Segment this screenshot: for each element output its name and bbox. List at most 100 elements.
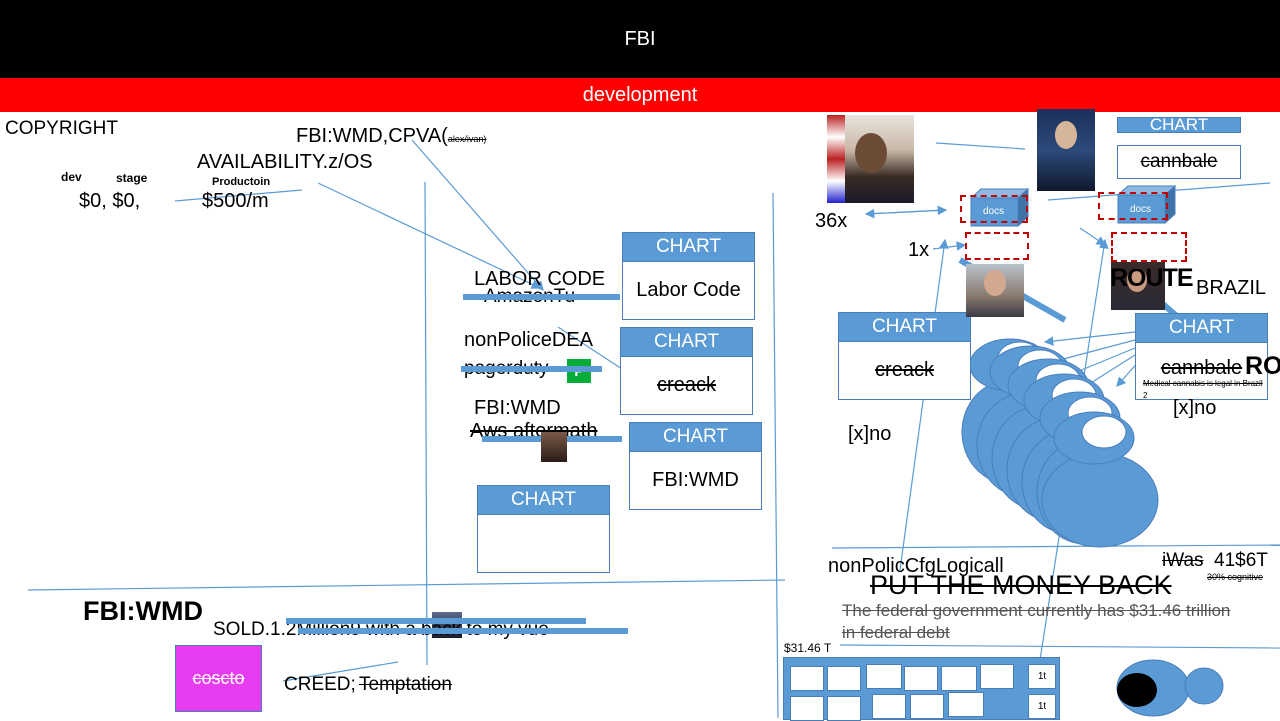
availability-label: AVAILABILITY.z/OS bbox=[197, 151, 373, 173]
price-prod: $500/m bbox=[202, 190, 269, 212]
person-photo bbox=[541, 432, 567, 462]
chart-creack[interactable]: CHART creack bbox=[620, 327, 753, 415]
nonpolic-cfg-label: nonPolicCfgLogicall bbox=[828, 555, 1004, 577]
connector-line bbox=[174, 189, 303, 202]
grid-cell bbox=[941, 666, 977, 691]
chart-fbi-wmd[interactable]: CHART FBI:WMD bbox=[629, 422, 762, 510]
copyright-label: COPYRIGHT bbox=[5, 118, 118, 139]
arrow bbox=[411, 139, 544, 291]
cognitive-label: 30% cognitive bbox=[1207, 572, 1264, 582]
chart-header: CHART bbox=[478, 486, 609, 515]
cannabis-note: Medical cannabis is legal in Brazil bbox=[1143, 379, 1263, 388]
chart-header: CHART bbox=[1136, 314, 1267, 343]
arrow bbox=[1050, 339, 1136, 365]
chart-body: creack bbox=[657, 374, 716, 396]
labor-code-label: LABOR CODE bbox=[474, 268, 606, 290]
divider-line bbox=[772, 192, 779, 719]
strike-bar bbox=[463, 294, 620, 300]
grid-cell bbox=[827, 696, 861, 721]
divider-line bbox=[27, 579, 786, 591]
grid-cell-1t: 1t bbox=[1028, 664, 1056, 689]
chart-header: CHART bbox=[623, 233, 754, 262]
chart-body: FBI:WMD bbox=[652, 469, 739, 491]
strike-bar bbox=[461, 366, 602, 372]
ellipse-shape bbox=[1117, 673, 1157, 707]
docs-label: docs bbox=[1130, 204, 1152, 215]
debt-grid: 1t 1t bbox=[783, 657, 1060, 721]
env-dev-label: dev bbox=[61, 170, 82, 184]
grid-cell bbox=[872, 694, 906, 719]
creed-label: CREED; bbox=[284, 674, 356, 695]
dashed-placeholder bbox=[965, 232, 1029, 260]
ellipse-shape bbox=[1184, 667, 1224, 705]
amount-label: 41$6T bbox=[1214, 550, 1268, 571]
grid-cell bbox=[980, 664, 1014, 689]
fbi-wmd-cpva-label: FBI:WMD,CPVA(alex/ivan) bbox=[296, 125, 486, 147]
arrow bbox=[1043, 331, 1136, 346]
cannabis-note-2: 2 bbox=[1143, 391, 1148, 400]
chart-body: Labor Code bbox=[636, 279, 741, 301]
person-photo bbox=[1111, 262, 1165, 310]
divider-line bbox=[831, 544, 1280, 549]
chart-body bbox=[478, 515, 609, 572]
chart-header: CHART bbox=[1117, 116, 1241, 133]
put-money-back-heading: PUT THE MONEY BACK bbox=[870, 570, 1172, 600]
price-dev-stage: $0, $0, bbox=[79, 190, 141, 212]
chart-empty[interactable]: CHART bbox=[477, 485, 610, 573]
grid-cell bbox=[904, 666, 938, 691]
portrait-photo bbox=[1037, 109, 1095, 191]
cosco-label: coscto bbox=[192, 668, 245, 688]
connector-line bbox=[282, 661, 399, 682]
multiplier-36x: 36x bbox=[815, 210, 848, 232]
fbi-wmd-middle-label: FBI:WMD bbox=[474, 397, 561, 419]
page-title: FBI bbox=[624, 27, 656, 50]
dashed-placeholder bbox=[1098, 192, 1168, 220]
temptation-label: Temptation bbox=[359, 674, 452, 695]
x-no-label: [x]no bbox=[848, 423, 892, 445]
grid-cell-1t: 1t bbox=[1028, 694, 1056, 719]
grid-cell bbox=[910, 694, 944, 719]
brazil-label: BRAZIL bbox=[1196, 277, 1267, 299]
grid-cell bbox=[948, 692, 984, 717]
fbi-wmd-cpva-small: alex/ivan) bbox=[447, 134, 487, 144]
chart-header: CHART bbox=[630, 423, 761, 452]
chart-header: CHART bbox=[839, 313, 970, 342]
multiplier-1x: 1x bbox=[908, 239, 930, 261]
grid-cell bbox=[790, 666, 824, 691]
chart-cannbale-top[interactable]: CHART cannbale bbox=[1117, 116, 1241, 179]
arrow bbox=[1079, 227, 1106, 246]
person-photo bbox=[966, 264, 1024, 317]
strike-bar bbox=[298, 628, 628, 634]
environment-label: development bbox=[582, 83, 698, 106]
arrow bbox=[932, 241, 967, 251]
chart-labor-code[interactable]: CHART Labor Code bbox=[622, 232, 755, 320]
environment-banner: development bbox=[0, 78, 1280, 112]
strike-bar bbox=[286, 618, 586, 624]
chart-body: creack bbox=[875, 359, 934, 381]
chart-creack-right[interactable]: CHART creack bbox=[838, 312, 971, 400]
docs-label: docs bbox=[983, 206, 1005, 217]
ro-label: RO bbox=[1245, 352, 1280, 380]
chart-body: cannbale bbox=[1160, 357, 1243, 379]
arrow bbox=[899, 238, 949, 571]
page-title-bar: FBI bbox=[0, 0, 1280, 78]
fbi-wmd-heading: FBI:WMD bbox=[83, 596, 203, 626]
chart-header: CHART bbox=[621, 328, 752, 357]
env-stage-label: stage bbox=[116, 171, 148, 185]
dashed-placeholder bbox=[960, 195, 1028, 223]
chart-cannbale-right[interactable]: CHART cannbale bbox=[1135, 313, 1268, 400]
divider-line bbox=[424, 181, 428, 666]
x-no-label: [x]no bbox=[1173, 397, 1217, 419]
route-label: ROUTE bbox=[1110, 264, 1193, 292]
connector-line bbox=[935, 142, 1026, 150]
debt-grid-label: $31.46 T bbox=[784, 641, 832, 655]
env-prod-label: Productoin bbox=[212, 176, 271, 188]
cosco-tile[interactable]: coscto bbox=[175, 645, 262, 712]
grid-cell bbox=[866, 664, 902, 689]
arrow bbox=[317, 182, 542, 289]
grid-cell bbox=[827, 666, 861, 691]
i-was-label: iWas bbox=[1162, 550, 1204, 571]
federal-debt-text: The federal government currently has $31… bbox=[842, 601, 1231, 643]
divider-line bbox=[839, 644, 1280, 649]
